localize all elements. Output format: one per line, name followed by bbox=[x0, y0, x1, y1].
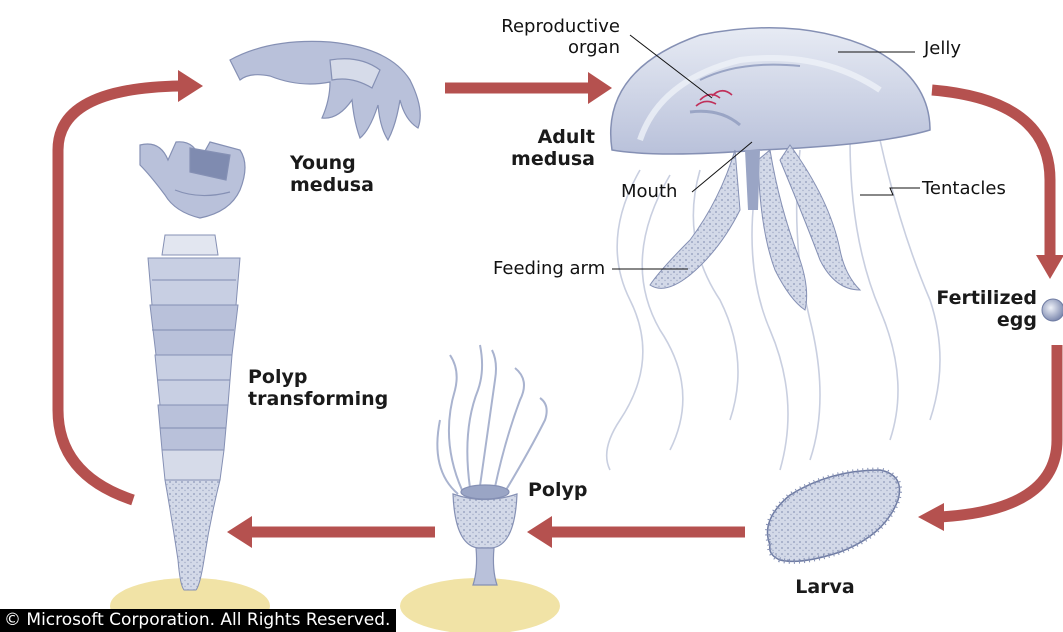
stage-label-larva: Larva bbox=[770, 576, 880, 598]
label-jelly: Jelly bbox=[924, 38, 961, 59]
stage-label-polyp: Polyp bbox=[528, 479, 587, 501]
stage-label-fertilized-egg: Fertilized egg bbox=[922, 287, 1037, 331]
polyp-illustration bbox=[437, 345, 546, 585]
label-feeding-arm: Feeding arm bbox=[493, 258, 605, 279]
sand-mound-middle bbox=[400, 578, 560, 632]
stage-label-adult-medusa: Adult medusa bbox=[498, 126, 595, 170]
label-reproductive-organ: Reproductive organ bbox=[470, 16, 620, 58]
adult-medusa-illustration bbox=[607, 28, 940, 470]
arrow-egg-to-larva bbox=[940, 345, 1057, 517]
label-tentacles: Tentacles bbox=[922, 178, 1006, 199]
polyp-transforming-illustration bbox=[148, 235, 240, 590]
label-mouth: Mouth bbox=[621, 181, 677, 202]
stage-label-young-medusa: Young medusa bbox=[290, 152, 390, 196]
arrow-adult-to-egg bbox=[932, 90, 1050, 255]
stage-label-polyp-transforming: Polyp transforming bbox=[248, 366, 408, 410]
larva-illustration bbox=[768, 470, 900, 561]
fertilized-egg-illustration bbox=[1042, 299, 1063, 321]
leader-tentacles bbox=[860, 188, 920, 195]
copyright-notice: © Microsoft Corporation. All Rights Rese… bbox=[0, 609, 396, 632]
